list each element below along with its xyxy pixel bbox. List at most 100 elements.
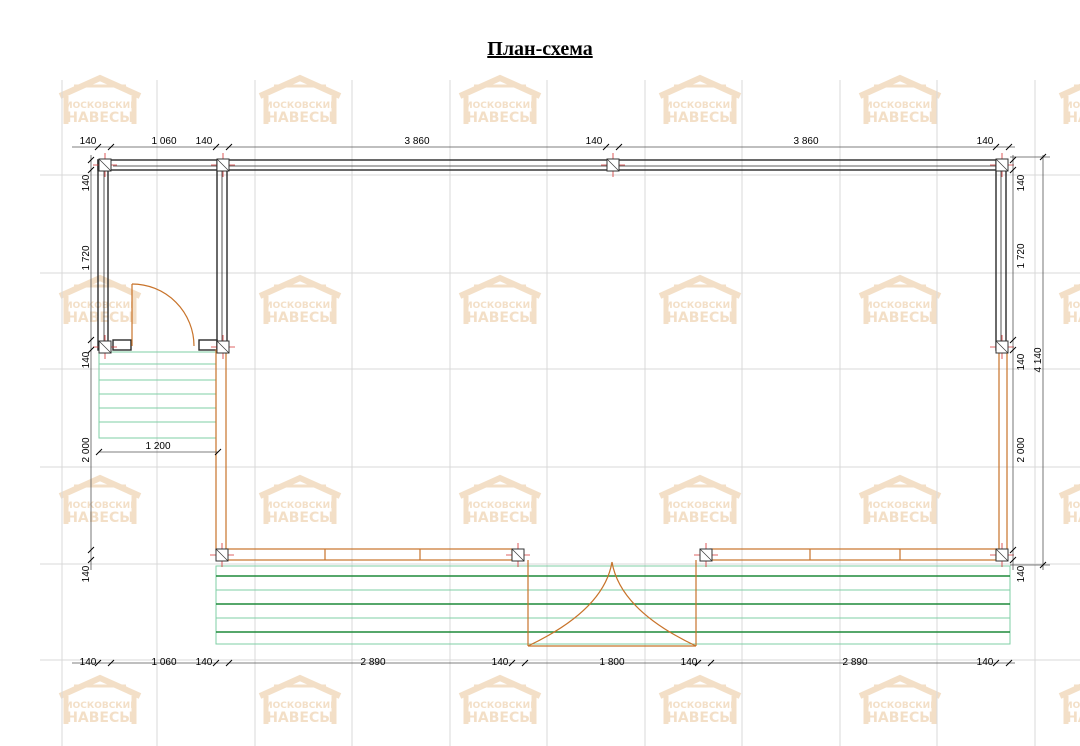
- watermark-line1: МОСКОВСКИЕ: [1064, 101, 1080, 111]
- watermark-line1: МОСКОВСКИЕ: [464, 501, 537, 511]
- dim-left-3: 2 000: [81, 437, 92, 462]
- dim-left-2: 140: [81, 351, 92, 368]
- watermark-line2: НАВЕСЫ: [1066, 710, 1080, 726]
- dim-right-total: 4 140: [1033, 347, 1044, 372]
- watermark-line1: МОСКОВСКИЕ: [1064, 501, 1080, 511]
- dim-tick: [602, 143, 610, 151]
- post: [990, 543, 1014, 567]
- dim-tick: [1009, 346, 1017, 354]
- dim-left-1: 1 720: [81, 245, 92, 270]
- dim-tick: [95, 448, 103, 456]
- watermark-line1: МОСКОВСКИЕ: [664, 501, 737, 511]
- dim-bottom-2: 140: [196, 657, 213, 668]
- dimension-ticks: [87, 143, 1047, 667]
- watermark-line2: НАВЕСЫ: [866, 510, 934, 526]
- watermark-line2: НАВЕСЫ: [466, 510, 534, 526]
- dim-bottom-8: 140: [977, 657, 994, 668]
- post: [601, 153, 625, 177]
- dim-tick: [214, 448, 222, 456]
- dim-tick: [87, 156, 95, 164]
- post: [211, 153, 235, 177]
- dim-tick: [1039, 561, 1047, 569]
- dim-tick: [1009, 166, 1017, 174]
- dim-right-0: 140: [1016, 174, 1027, 191]
- watermark-layer: МОСКОВСКИЕНАВЕСЫМОСКОВСКИЕНАВЕСЫМОСКОВСК…: [58, 74, 1080, 726]
- dim-tick: [94, 659, 102, 667]
- dim-tick: [87, 336, 95, 344]
- post: [93, 335, 117, 359]
- dim-tick: [521, 659, 529, 667]
- dim-tick: [107, 143, 115, 151]
- watermark-line1: МОСКОВСКИЕ: [64, 701, 137, 711]
- watermark-line2: НАВЕСЫ: [266, 110, 334, 126]
- bottom-dimension-labels: 140 1 060 140 2 890 140 1 800 140 2 890 …: [80, 657, 994, 668]
- dim-right-2: 140: [1016, 353, 1027, 370]
- right-dimension-labels: 140 1 720 140 2 000 140 4 140: [1016, 174, 1044, 582]
- watermark-line2: НАВЕСЫ: [66, 110, 134, 126]
- dim-tick: [87, 556, 95, 564]
- post: [990, 153, 1014, 177]
- dim-bottom-0: 140: [80, 657, 97, 668]
- post: [93, 153, 117, 177]
- post: [210, 543, 234, 567]
- dim-bottom-7: 2 890: [842, 657, 867, 668]
- dim-top-2: 140: [196, 136, 213, 147]
- dim-right-3: 2 000: [1016, 437, 1027, 462]
- post: [990, 335, 1014, 359]
- dim-tick: [1005, 143, 1013, 151]
- watermark-line2: НАВЕСЫ: [66, 310, 134, 326]
- dim-top-4: 140: [586, 136, 603, 147]
- dim-tick: [1009, 556, 1017, 564]
- dim-tick: [615, 143, 623, 151]
- dim-tick: [87, 546, 95, 554]
- dim-tick: [107, 659, 115, 667]
- watermark-line1: МОСКОВСКИЕ: [864, 501, 937, 511]
- dim-tick: [87, 166, 95, 174]
- dim-top-5: 3 860: [793, 136, 818, 147]
- watermark-line1: МОСКОВСКИЕ: [64, 101, 137, 111]
- dim-tick: [1009, 546, 1017, 554]
- dim-tick: [87, 346, 95, 354]
- watermark-line2: НАВЕСЫ: [266, 510, 334, 526]
- watermark-line1: МОСКОВСКИЕ: [664, 301, 737, 311]
- post: [211, 335, 235, 359]
- watermark-line1: МОСКОВСКИЕ: [664, 101, 737, 111]
- watermark-line1: МОСКОВСКИЕ: [64, 301, 137, 311]
- watermark-line1: МОСКОВСКИЕ: [1064, 701, 1080, 711]
- dim-bottom-5: 1 800: [599, 657, 624, 668]
- deck-bottom: [215, 565, 1011, 645]
- background-grid: [40, 80, 1080, 746]
- watermark-line2: НАВЕСЫ: [666, 710, 734, 726]
- left-dimension-labels: 140 1 720 140 2 000 140: [81, 174, 92, 582]
- dim-tick: [1009, 156, 1017, 164]
- dim-bottom-3: 2 890: [360, 657, 385, 668]
- dim-tick: [225, 143, 233, 151]
- top-dimension-labels: 140 1 060 140 3 860 140 3 860 140: [80, 136, 994, 147]
- dim-tick: [508, 659, 516, 667]
- dim-bottom-6: 140: [681, 657, 698, 668]
- dim-inner-step: 1 200: [145, 441, 170, 452]
- watermark-line2: НАВЕСЫ: [666, 110, 734, 126]
- watermark-line2: НАВЕСЫ: [466, 710, 534, 726]
- dim-bottom-4: 140: [492, 657, 509, 668]
- dim-right-4: 140: [1016, 565, 1027, 582]
- dim-tick: [225, 659, 233, 667]
- watermark-line2: НАВЕСЫ: [1066, 310, 1080, 326]
- post: [694, 543, 718, 567]
- dim-tick: [1005, 659, 1013, 667]
- dim-tick: [212, 659, 220, 667]
- dim-tick: [694, 659, 702, 667]
